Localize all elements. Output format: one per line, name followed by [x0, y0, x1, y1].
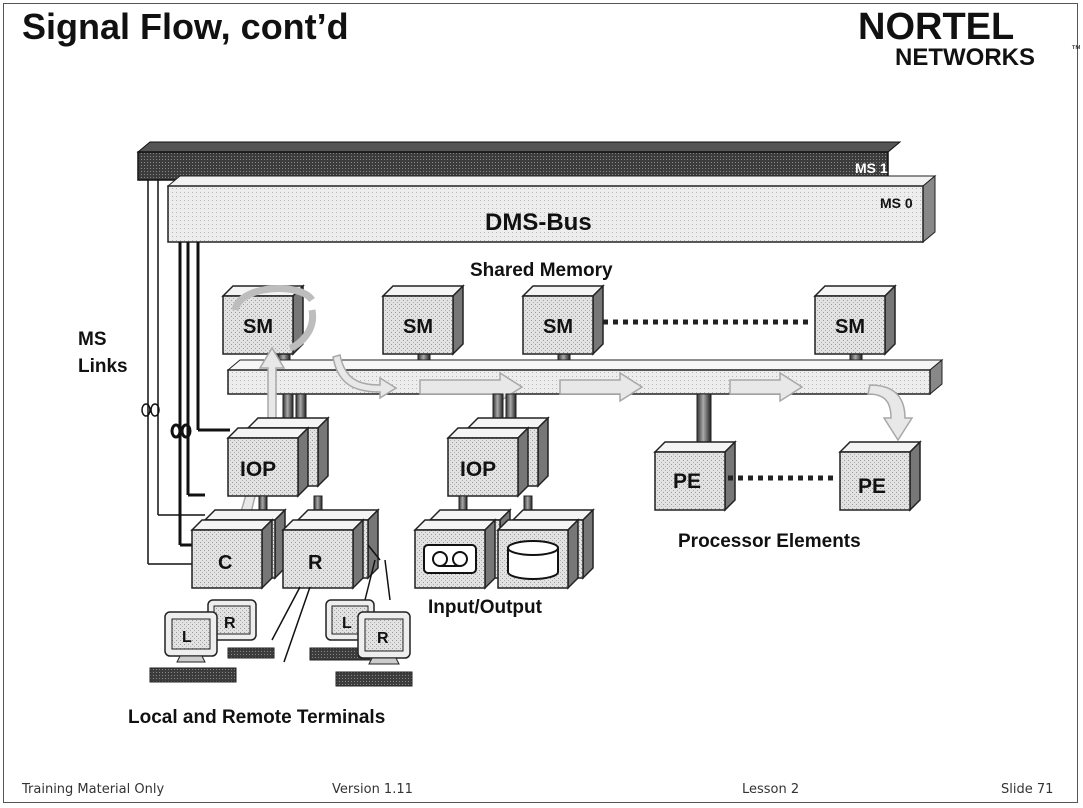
tape-drive-icon — [423, 544, 477, 574]
ms1-label: MS 1 — [855, 160, 888, 176]
footer-version: Version 1.11 — [332, 782, 413, 797]
ms1-bus — [136, 141, 902, 181]
logo-trademark: ™ — [1071, 44, 1081, 55]
terminal-remote-2 — [335, 611, 413, 687]
dms-bus-label: DMS-Bus — [485, 209, 592, 236]
r-label: R — [308, 552, 323, 574]
nortel-logo-top: NORTEL — [858, 6, 1015, 48]
ms-links-label-line2: Links — [78, 356, 128, 377]
footer-lesson: Lesson 2 — [742, 782, 800, 797]
nortel-logo-bottom: NETWORKS — [895, 44, 1035, 71]
terminal-label-r-1: R — [224, 615, 236, 632]
terminal-remote-1 — [207, 599, 275, 659]
pe-label-2: PE — [858, 475, 886, 498]
disk-drive-icon — [507, 540, 559, 580]
c-label: C — [218, 552, 232, 574]
terminal-label-l-2: L — [342, 615, 352, 632]
r-box — [282, 519, 364, 589]
dms-bus — [166, 174, 937, 244]
iop-label-2: IOP — [460, 458, 496, 481]
input-output-label: Input/Output — [428, 597, 543, 618]
sm-label-1: SM — [243, 316, 273, 338]
processor-elements-label: Processor Elements — [678, 531, 861, 552]
iop-label-1: IOP — [240, 458, 276, 481]
sm-label-4: SM — [835, 316, 865, 338]
terminal-label-l-1: L — [182, 629, 192, 646]
pe-label-1: PE — [673, 470, 701, 493]
ms-link-lines — [141, 180, 230, 565]
slide-title: Signal Flow, cont’d — [22, 6, 349, 47]
terminals-label: Local and Remote Terminals — [128, 707, 385, 728]
ms0-label: MS 0 — [880, 195, 913, 211]
terminal-label-r-2: R — [377, 630, 389, 647]
slide-frame — [3, 3, 1078, 803]
footer-slide-number: Slide 71 — [1001, 782, 1054, 797]
footer-training-note: Training Material Only — [22, 782, 165, 797]
terminal-local-1 — [149, 611, 237, 683]
shared-memory-label: Shared Memory — [470, 260, 613, 281]
sm-label-3: SM — [543, 316, 573, 338]
sm-label-2: SM — [403, 316, 433, 338]
sm-circular-arrow — [231, 285, 317, 352]
ms-links-label-line1: MS — [78, 329, 107, 350]
